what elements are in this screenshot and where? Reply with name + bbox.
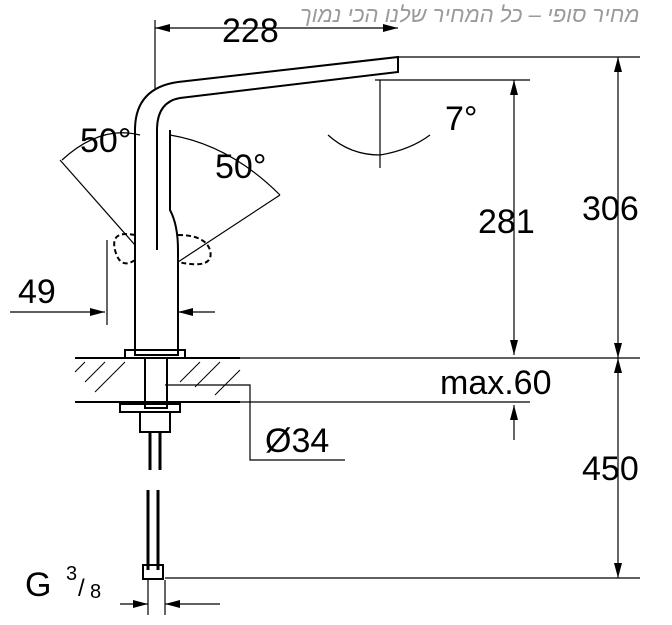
handle-ghost — [113, 233, 212, 266]
mounting-bracket — [139, 411, 171, 433]
arrowheads — [90, 24, 622, 608]
dim-body-offset: 49 — [18, 273, 56, 311]
dim-connection-den: 8 — [90, 581, 101, 603]
dimension-lines — [10, 20, 640, 615]
dim-spout-height: 281 — [478, 203, 535, 241]
dim-total-height: 306 — [582, 190, 639, 228]
dim-swivel-right: 50° — [215, 148, 266, 186]
dim-hose-length: 450 — [582, 450, 639, 488]
dim-connection-slash: / — [78, 575, 85, 602]
watermark-text: מחיר סופי – כל המחיר שלנו הכי נמוך — [300, 2, 640, 27]
dim-connection: G — [25, 566, 51, 604]
mounting-shank — [144, 357, 168, 409]
supply-hoses — [146, 432, 162, 570]
dim-spout-reach: 228 — [222, 12, 279, 50]
dim-spout-angle: 7° — [445, 100, 478, 138]
dim-hole-diameter: Ø34 — [265, 422, 329, 460]
diameter-leader — [165, 384, 345, 461]
deck-hatch — [74, 361, 241, 396]
dim-max-deck: max.60 — [440, 364, 552, 402]
hose-connector — [142, 564, 164, 580]
dim-swivel-left: 50° — [80, 122, 131, 160]
dim-connection-num: 3 — [66, 563, 77, 585]
